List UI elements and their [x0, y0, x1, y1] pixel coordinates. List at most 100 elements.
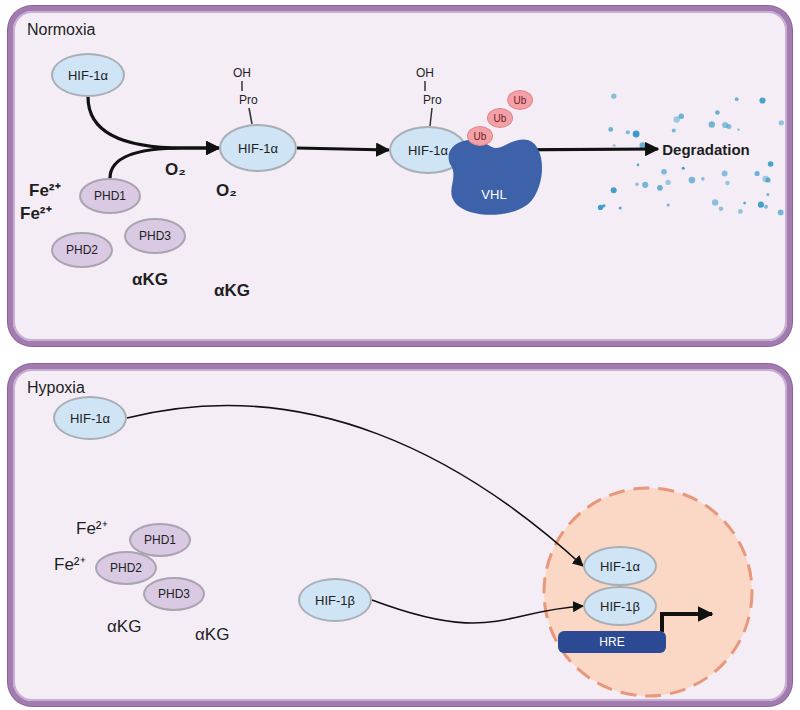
reaction-arrow — [297, 148, 389, 150]
bond-line — [424, 81, 426, 91]
node-text: PHD1 — [144, 533, 176, 547]
enzyme-oval: PHD2 — [95, 551, 157, 585]
cofactor-label: Fe²⁺ — [76, 520, 108, 537]
cofactor-label: αKG — [214, 282, 250, 299]
fragment-dot — [611, 94, 616, 99]
protein-oval: HIF-1α — [583, 546, 657, 586]
fragment-dot — [611, 187, 617, 193]
residue-label: OH — [233, 67, 251, 79]
cofactor-label: O₂ — [216, 182, 237, 199]
fragment-dot — [613, 144, 616, 147]
fragment-dot — [667, 204, 670, 207]
fragment-dot — [626, 130, 630, 134]
node-text: PHD3 — [139, 229, 171, 243]
fragment-dot — [661, 169, 667, 175]
node-text: Ub — [514, 95, 527, 106]
reaction-arrow — [88, 97, 219, 148]
reaction-arrow — [372, 600, 583, 623]
fragment-dot — [768, 161, 774, 167]
fragment-dot — [689, 177, 696, 184]
vhl-shape: VHL — [442, 130, 546, 218]
fragment-dot — [712, 199, 718, 205]
transcription-arrow — [662, 614, 712, 632]
panel-heading: Normoxia — [27, 21, 95, 39]
fragment-dot — [679, 114, 684, 119]
protein-oval: HIF-1α — [219, 124, 297, 172]
node-text: VHL — [481, 187, 506, 202]
cofactor-label: Fe²⁺ — [20, 205, 52, 222]
cofactor-label: αKG — [132, 271, 168, 288]
fragment-dot — [737, 128, 739, 130]
fragment-dot — [764, 205, 768, 209]
outcome-text: Degradation — [658, 136, 754, 162]
protein-oval: HIF-1β — [583, 586, 657, 626]
nucleus — [544, 488, 752, 696]
fragment-dot — [608, 127, 613, 132]
node-text: HRE — [599, 635, 624, 649]
ubiquitin-oval: Ub — [507, 90, 533, 110]
fragment-dot — [762, 176, 769, 183]
cofactor-label: αKG — [195, 626, 229, 643]
fragment-dot — [637, 164, 640, 167]
node-text: HIF-1α — [600, 559, 640, 574]
ubiquitin-oval: Ub — [467, 126, 493, 146]
residue-label: OH — [416, 67, 434, 79]
enzyme-oval: PHD3 — [124, 218, 186, 254]
vhl-fill — [449, 139, 542, 214]
residue-label: Pro — [423, 94, 442, 106]
cofactor-label: Fe²⁺ — [29, 182, 61, 199]
dna-element: HRE — [558, 631, 666, 653]
protein-oval: HIF-1α — [51, 53, 125, 97]
cofactor-label: O₂ — [165, 161, 186, 178]
node-text: HIF-1α — [238, 141, 278, 156]
fragment-dot — [719, 207, 724, 212]
reaction-arrow — [467, 149, 658, 150]
node-text: PHD2 — [66, 243, 98, 257]
node-text: PHD3 — [158, 587, 190, 601]
cofactor-label: Fe²⁺ — [54, 556, 86, 573]
enzyme-oval: PHD2 — [51, 232, 113, 268]
node-text: Degradation — [662, 141, 750, 158]
protein-oval: HIF-1α — [53, 396, 127, 440]
fragment-dot — [725, 181, 730, 186]
bond-line — [241, 81, 243, 91]
reaction-arrow — [110, 148, 219, 178]
fragment-dot — [635, 182, 639, 186]
reaction-arrow — [127, 406, 583, 566]
fragment-dot — [709, 121, 715, 127]
ubiquitin-oval: Ub — [487, 108, 513, 128]
node-text: HIF-1β — [600, 599, 640, 614]
bond-line — [249, 108, 252, 124]
node-text: HIF-1β — [315, 593, 355, 608]
node-text: HIF-1α — [68, 68, 108, 83]
fragment-dot — [778, 210, 784, 216]
cofactor-label: αKG — [107, 618, 141, 635]
fragment-dot — [755, 171, 760, 176]
node-text: HIF-1α — [408, 143, 448, 158]
residue-label: Pro — [239, 94, 258, 106]
fragment-dot — [715, 110, 720, 115]
fragment-dot — [735, 97, 739, 101]
fragment-dot — [602, 204, 605, 207]
fragment-dot — [672, 129, 676, 133]
enzyme-oval: PHD3 — [143, 577, 205, 611]
fragment-dot — [758, 202, 764, 208]
node-text: HIF-1α — [70, 411, 110, 426]
enzyme-oval: PHD1 — [79, 178, 141, 214]
vhl-outline — [442, 130, 546, 218]
fragment-dot — [722, 171, 728, 177]
node-text: PHD2 — [110, 561, 142, 575]
fragment-dot — [657, 185, 663, 191]
fragment-dot — [642, 182, 648, 188]
node-text: Ub — [494, 113, 507, 124]
degradation-dots — [598, 94, 784, 216]
fragment-dot — [682, 167, 685, 170]
fragment-dot — [779, 120, 784, 125]
bond-line — [430, 108, 432, 126]
fragment-dot — [701, 177, 705, 181]
fragment-dot — [759, 97, 765, 103]
fragment-dot — [743, 202, 746, 205]
panel-heading: Hypoxia — [27, 379, 85, 397]
